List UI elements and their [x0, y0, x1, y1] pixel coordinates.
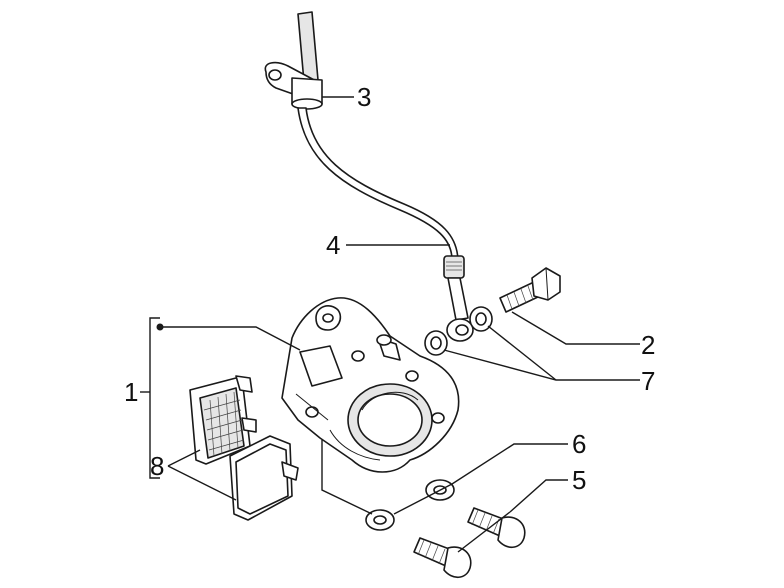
- washers-part-6: [365, 479, 455, 531]
- callout-1: 1: [124, 377, 138, 407]
- caliper-leader-dot: [156, 323, 164, 331]
- caliper-bolts-part: [413, 507, 526, 579]
- callout-5: 5: [572, 465, 586, 495]
- callout-6: 6: [572, 429, 586, 459]
- callout-4: 4: [326, 230, 340, 260]
- callout-7: 7: [641, 366, 655, 396]
- callout-2: 2: [641, 330, 655, 360]
- callout-8: 8: [150, 451, 164, 481]
- leader-lines: [140, 96, 640, 553]
- brake-caliper-body: [281, 297, 460, 473]
- washers-part-7: [424, 306, 493, 356]
- callout-3: 3: [357, 82, 371, 112]
- brake-pads-part: [189, 375, 299, 521]
- banjo-bolt-part: [499, 267, 561, 313]
- hose-clip-part: [264, 11, 323, 110]
- brake-line-part: [297, 107, 474, 342]
